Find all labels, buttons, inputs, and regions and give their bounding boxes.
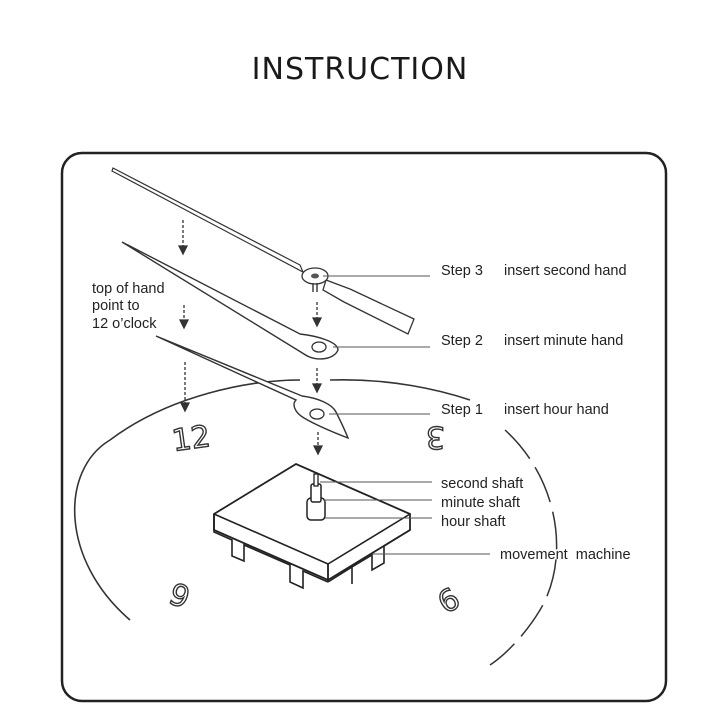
movement-machine-label: movement machine [500,547,631,563]
step-1-text: insert hour hand [504,402,609,418]
minute-hand [121,241,339,360]
movement-machine [213,462,411,590]
step-1-label: Step 1 [441,402,483,418]
step-3-text: insert second hand [504,263,627,279]
clock-face-outline-right [489,429,558,666]
dial-number-9: 9 [164,577,194,616]
hour-hand [155,335,350,440]
clock-face-outline [73,379,301,621]
minute-shaft-label: minute shaft [441,495,520,511]
step-3-label: Step 3 [441,263,483,279]
dial-number-3: 3 [426,419,445,454]
hand-note-line-2: point to [92,298,140,314]
step-2-text: insert minute hand [504,333,623,349]
step-2-label: Step 2 [441,333,483,349]
hand-note-line-3: 12 o’clock [92,316,157,332]
leader-lines [320,275,490,555]
second-shaft-label: second shaft [441,476,523,492]
second-hand [111,167,415,335]
diagram-frame [60,151,668,703]
dial-number-6: 6 [432,581,466,621]
hour-shaft-label: hour shaft [441,514,506,530]
dial-number-12: 12 [170,419,213,459]
page-title: INSTRUCTION [251,52,469,87]
down-arrows [177,220,324,456]
clock-face-outline-top [329,378,471,401]
hand-note-line-1: top of hand [92,281,165,297]
